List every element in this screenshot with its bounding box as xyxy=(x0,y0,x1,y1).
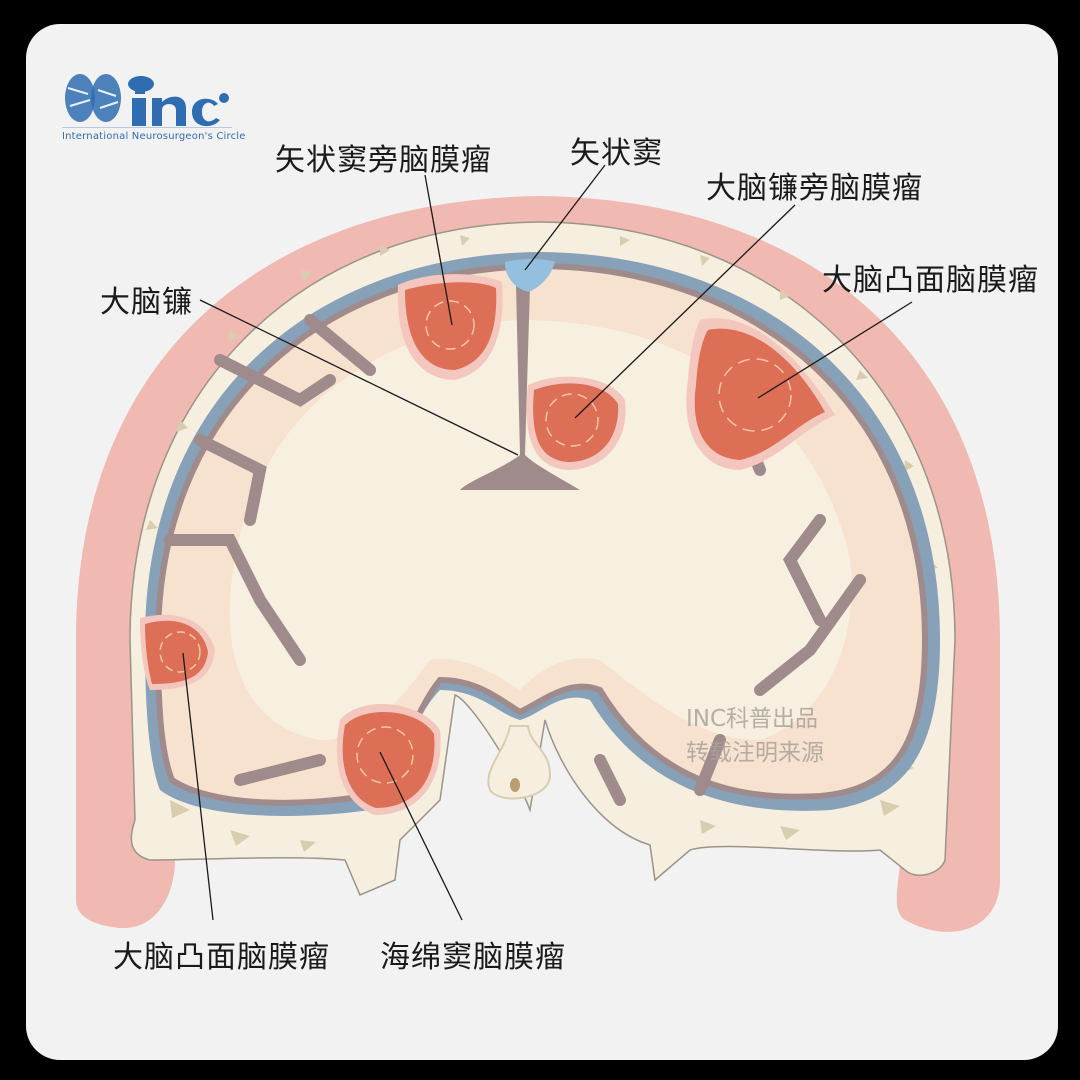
logo-divider xyxy=(62,127,232,128)
inc-logo xyxy=(65,74,229,127)
label-parasagittal-meningioma: 矢状窦旁脑膜瘤 xyxy=(275,143,492,178)
leader-lines xyxy=(182,164,913,921)
sagittal-sinus xyxy=(505,259,555,292)
falx-cerebri xyxy=(460,285,580,490)
pituitary xyxy=(487,725,552,800)
watermark-line-2: 转载注明来源 xyxy=(686,740,824,766)
label-falx-cerebri: 大脑镰 xyxy=(100,285,193,320)
watermark-line-1: INC科普出品 xyxy=(686,706,819,732)
brain-icon xyxy=(65,74,121,122)
tumor-cavernous-sinus xyxy=(336,703,441,815)
label-convexity-meningioma-left: 大脑凸面脑膜瘤 xyxy=(113,940,330,975)
logo-subtitle: International Neurosurgeon's Circle xyxy=(62,131,246,142)
label-cavernous-sinus-meningioma: 海绵窦脑膜瘤 xyxy=(380,940,566,975)
tumor-convexity-right xyxy=(686,318,835,470)
tumor-convexity-left xyxy=(140,614,215,690)
label-sagittal-sinus: 矢状窦 xyxy=(570,136,663,171)
label-falx-meningioma: 大脑镰旁脑膜瘤 xyxy=(706,171,923,206)
tumor-falx xyxy=(526,376,626,470)
tumor-parasagittal xyxy=(397,274,503,380)
watermark: INC科普出品 转载注明来源 xyxy=(686,702,824,770)
tumors xyxy=(140,274,835,815)
label-convexity-meningioma-right: 大脑凸面脑膜瘤 xyxy=(822,263,1039,298)
